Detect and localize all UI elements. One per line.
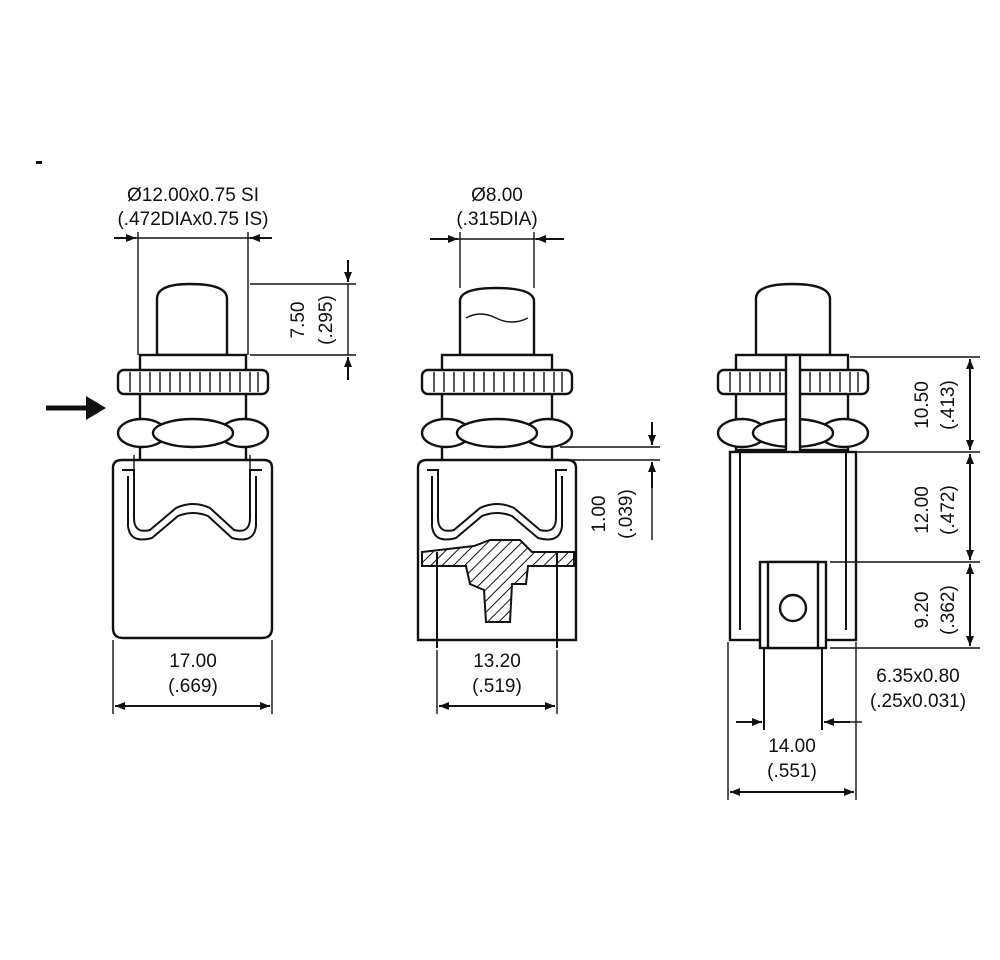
right-tab-inch-label: (.25x0.031) <box>870 691 966 712</box>
right-h2-inch-label: (.472) <box>938 485 959 535</box>
right-h3-label: 9.20 <box>912 592 933 629</box>
right-terminal-hole <box>778 593 808 623</box>
right-h1-inch-label: (.413) <box>938 380 959 430</box>
left-height-label: 7.50 <box>288 302 309 339</box>
middle-view: Ø8.00 (.315DIA) 1.00 (.039) 13.20 (.519) <box>416 185 660 714</box>
right-view: 10.50 (.413) 12.00 (.472) 9.20 (.362) 6.… <box>716 282 980 800</box>
left-plunger <box>155 282 229 357</box>
middle-width-inch-label: (.519) <box>472 676 522 697</box>
side-arrow-icon <box>46 396 106 420</box>
right-tab-label: 6.35x0.80 <box>876 666 959 687</box>
middle-section-hatch <box>421 539 575 623</box>
middle-width-label: 13.20 <box>473 651 521 672</box>
middle-gap-label: 1.00 <box>589 496 610 533</box>
left-housing <box>111 458 274 640</box>
left-height-inch-label: (.295) <box>316 295 337 345</box>
right-width-inch-label: (.551) <box>767 761 817 782</box>
left-thread-label: Ø12.00x0.75 SI <box>127 185 259 206</box>
middle-gap-inch-label: (.039) <box>616 489 637 539</box>
left-thread-inch-label: (.472DIAx0.75 IS) <box>117 209 268 230</box>
left-width-inch-label: (.669) <box>168 676 218 697</box>
left-hex-nut <box>116 417 270 449</box>
middle-plunger <box>458 286 536 357</box>
middle-hex-nut <box>420 417 574 449</box>
right-h2-label: 12.00 <box>912 486 933 534</box>
right-width-label: 14.00 <box>768 736 816 757</box>
right-plunger <box>754 282 832 357</box>
left-width-label: 17.00 <box>169 651 217 672</box>
middle-dia-label: Ø8.00 <box>471 185 523 206</box>
left-view: Ø12.00x0.75 SI (.472DIAx0.75 IS) 7.50 (.… <box>46 185 356 714</box>
right-h1-label: 10.50 <box>912 381 933 429</box>
right-h3-inch-label: (.362) <box>938 585 959 635</box>
middle-dia-inch-label: (.315DIA) <box>456 209 537 230</box>
stray-mark <box>36 161 42 164</box>
